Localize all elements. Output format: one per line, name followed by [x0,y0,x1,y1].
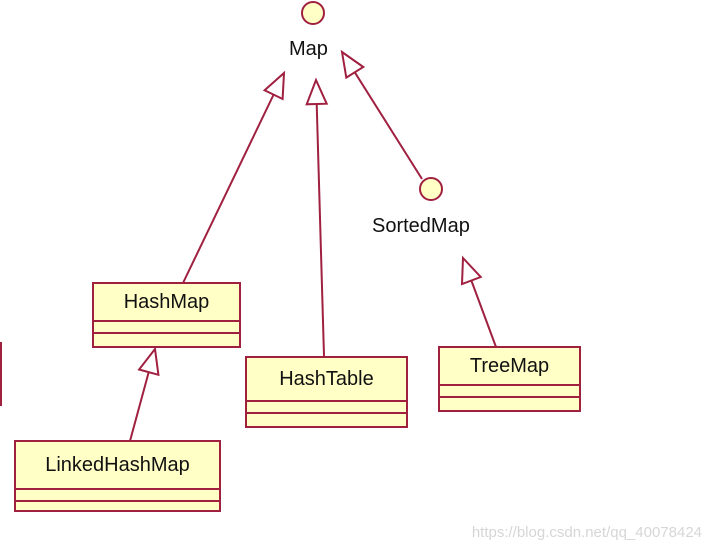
sortedmap-interface-label: SortedMap [372,215,470,237]
linkedhashmap-class[interactable]: LinkedHashMap [14,440,221,512]
sortedmap-to-map-edge-arrowhead [340,49,366,80]
hashtable-operations-compartment [247,412,406,424]
linkedhashmap-attributes-compartment [16,488,219,500]
treemap-attributes-compartment [440,384,579,396]
hashmap-to-map-edge [182,94,275,284]
hashmap-operations-compartment [94,332,239,344]
hashmap-class[interactable]: HashMap [92,282,241,348]
hashmap-class-name: HashMap [123,291,210,313]
treemap-to-sortedmap-edge [470,280,497,348]
treemap-operations-compartment [440,396,579,408]
edge-fragment [0,342,2,406]
sortedmap-to-map-edge [353,71,423,180]
hashmap-to-map-edge-arrowhead [262,70,286,101]
hashtable-to-map-edge [315,103,325,357]
treemap-to-sortedmap-edge-arrowhead [460,255,483,286]
sortedmap-interface-icon [419,177,443,201]
linkedhashmap-to-hashmap-edge-arrowhead [137,346,160,377]
treemap-class-name: TreeMap [469,355,550,377]
linkedhashmap-operations-compartment [16,500,219,512]
hashtable-class[interactable]: HashTable [245,356,408,428]
hashtable-attributes-compartment [247,400,406,412]
hashtable-class-name: HashTable [279,368,374,390]
hashtable-to-map-edge-arrowhead [305,77,329,106]
map-interface-icon [301,1,325,25]
map-interface-label: Map [289,38,328,60]
linkedhashmap-to-hashmap-edge [129,371,150,442]
hashmap-attributes-compartment [94,320,239,332]
watermark: https://blog.csdn.net/qq_40078424 [471,524,702,541]
linkedhashmap-class-name: LinkedHashMap [45,454,190,476]
treemap-class[interactable]: TreeMap [438,346,581,412]
